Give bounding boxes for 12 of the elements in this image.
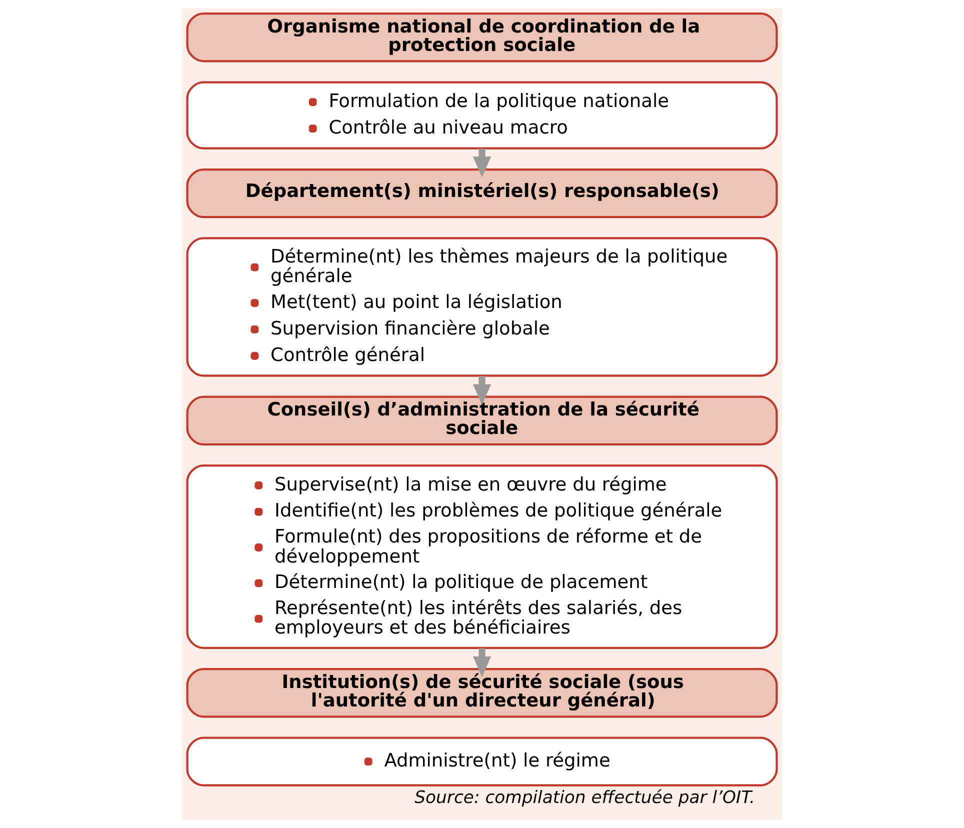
node-box: Supervise(nt) la mise en œuvre du régime Identifie(nt) les problèmes de politique générale Formule(nt) des propositions de réforme et de développement Détermine(nt) la politique de placement Représente(nt) les intérêts des salariés, des employeurs et des bénéficiaires — [186, 464, 778, 649]
caption: Source: compilation effectuée par l’OIT. — [414, 788, 756, 808]
arrow — [472, 648, 492, 678]
arrow — [472, 148, 492, 178]
node-box: Conseil(s) d’administration de la sécurité sociale — [186, 396, 778, 446]
arrow — [472, 376, 492, 406]
node-box: Formulation de la politique nationale Contrôle au niveau macro — [186, 81, 778, 150]
node-box: Institution(s) de sécurité sociale (sous l'autorité d'un directeur général) — [186, 668, 778, 718]
node-box: Détermine(nt) les thèmes majeurs de la politique générale Met(tent) au point la législation Supervision financière globale Contrôle général — [186, 237, 778, 377]
node-box: Département(s) ministériel(s) responsable(s) — [186, 168, 778, 218]
node-box: Administre(nt) le régime — [186, 736, 778, 786]
node-box: Organisme national de coordination de la protection sociale — [186, 12, 778, 62]
